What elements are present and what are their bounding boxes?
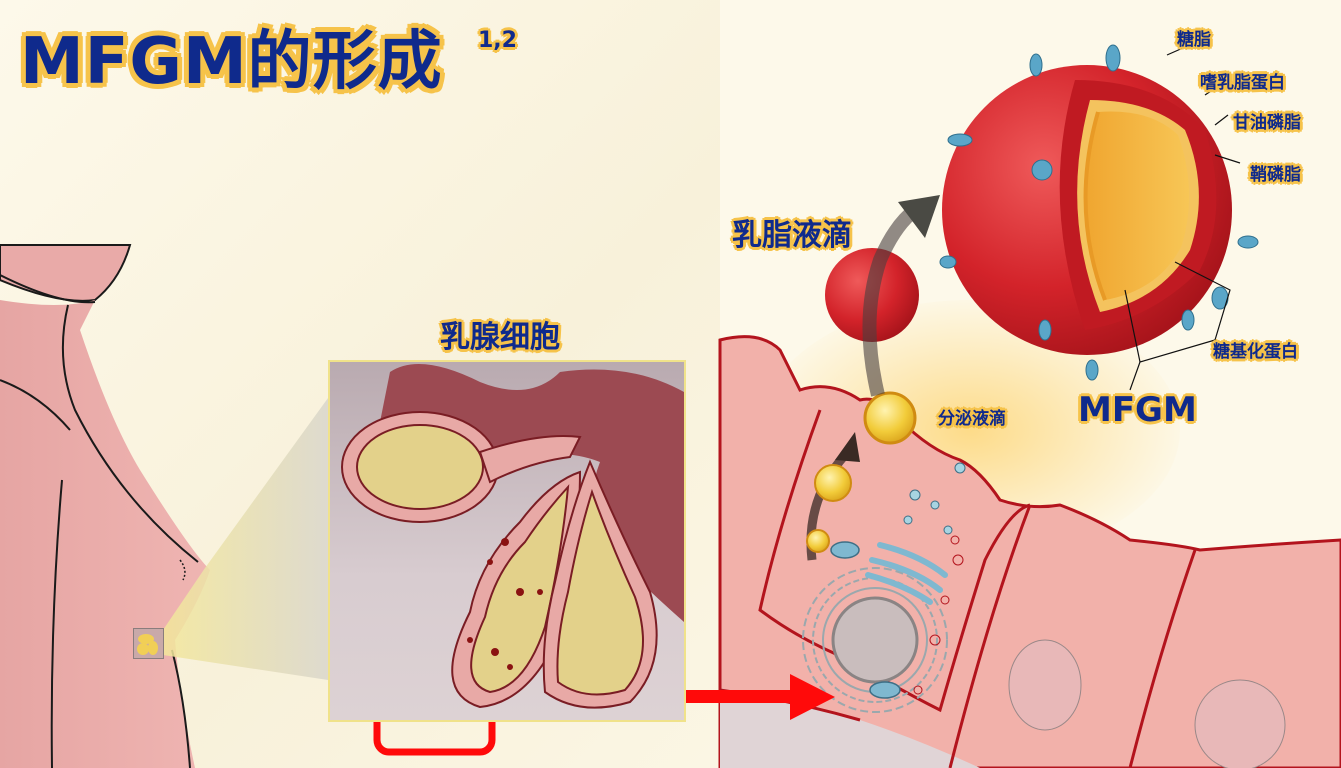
secretion-path (806, 195, 940, 561)
epithelial-cells (718, 335, 1341, 768)
tissue-thumbnail (133, 628, 164, 659)
sphingomyelin-label: 鞘磷脂 (1250, 165, 1301, 185)
milk-fat-droplet-label: 乳脂液滴 (732, 218, 852, 253)
mammary-cell-label: 乳腺细胞 (440, 320, 560, 355)
annotation-lines (1124, 43, 1241, 391)
page-title: MFGM的形成 (20, 25, 443, 99)
secretory-droplet-label: 分泌液滴 (938, 409, 1006, 429)
butyrophilin-label: 嗜乳脂蛋白 (1200, 73, 1285, 93)
mfgm-label: MFGM (1078, 390, 1197, 430)
glycolipid-label: 糖脂 (1177, 30, 1211, 50)
glycerophospholipid-label: 甘油磷脂 (1233, 113, 1301, 133)
title-citation: 1,2 (478, 28, 517, 53)
mfgm-droplet (939, 44, 1259, 381)
zoom-beam (163, 398, 328, 680)
mammary-cell-inset (328, 360, 686, 722)
glycoprotein-label: 糖基化蛋白 (1213, 342, 1298, 362)
body-silhouette (0, 244, 210, 768)
